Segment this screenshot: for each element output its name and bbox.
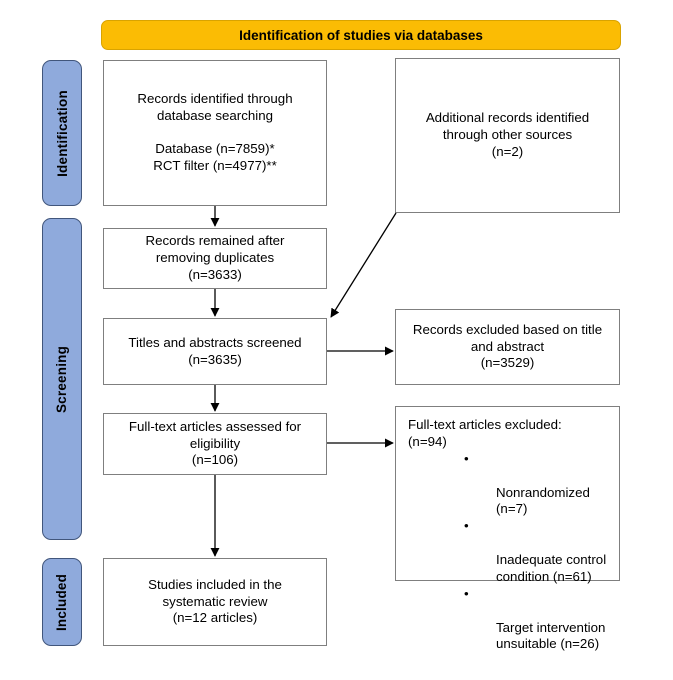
box-fulltext-excluded: Full-text articles excluded: (n=94) • No… — [395, 406, 620, 651]
box-records-identified-text: Records identified through database sear… — [137, 90, 293, 174]
box-fulltext-assessed-text: Full-text articles assessed for eligibil… — [128, 418, 302, 468]
arrow-additional-to-screened — [330, 212, 397, 318]
box-titles-screened-text: Titles and abstracts screened (n=3635) — [128, 334, 302, 367]
stage-label-identification: Identification — [54, 89, 70, 177]
stage-pill-screening: Screening — [42, 218, 82, 540]
diagram-title: Identification of studies via databases — [239, 27, 483, 43]
stage-pill-identification: Identification — [42, 60, 82, 206]
bullet-icon: • — [464, 518, 469, 534]
stage-label-screening: Screening — [54, 345, 70, 413]
box-duplicates-removed: Records remained after removing duplicat… — [103, 228, 327, 289]
box-records-excluded-text: Records excluded based on title and abst… — [412, 321, 603, 371]
stage-label-included: Included — [54, 573, 70, 631]
box-records-excluded: Records excluded based on title and abst… — [395, 309, 620, 385]
bullet-icon: • — [464, 450, 469, 466]
diagram-title-banner: Identification of studies via databases — [101, 20, 621, 50]
list-item-label: Inadequate control condition (n=61) — [496, 552, 607, 584]
box-fulltext-excluded-heading: Full-text articles excluded: (n=94) — [408, 417, 562, 449]
box-studies-included: Studies included in the systematic revie… — [103, 558, 327, 646]
box-duplicates-removed-text: Records remained after removing duplicat… — [145, 233, 285, 282]
list-item-label: Target intervention unsuitable (n=26) — [496, 619, 606, 652]
list-item: • Target intervention unsuitable (n=26) — [408, 586, 611, 654]
box-additional-records-text: Additional records identified through ot… — [425, 110, 590, 159]
list-item: • Nonrandomized (n=7) — [408, 451, 611, 519]
box-records-identified: Records identified through database sear… — [103, 60, 327, 206]
stage-pill-included: Included — [42, 558, 82, 646]
bullet-icon: • — [464, 585, 469, 601]
fulltext-excluded-reason-list: • Nonrandomized (n=7) • Inadequate contr… — [408, 451, 611, 654]
box-additional-records: Additional records identified through ot… — [395, 58, 620, 213]
box-studies-included-text: Studies included in the systematic revie… — [148, 576, 282, 626]
box-fulltext-assessed: Full-text articles assessed for eligibil… — [103, 413, 327, 475]
list-item: • Inadequate control condition (n=61) — [408, 518, 611, 586]
list-item-label: Nonrandomized (n=7) — [496, 484, 590, 517]
box-titles-screened: Titles and abstracts screened (n=3635) — [103, 318, 327, 385]
